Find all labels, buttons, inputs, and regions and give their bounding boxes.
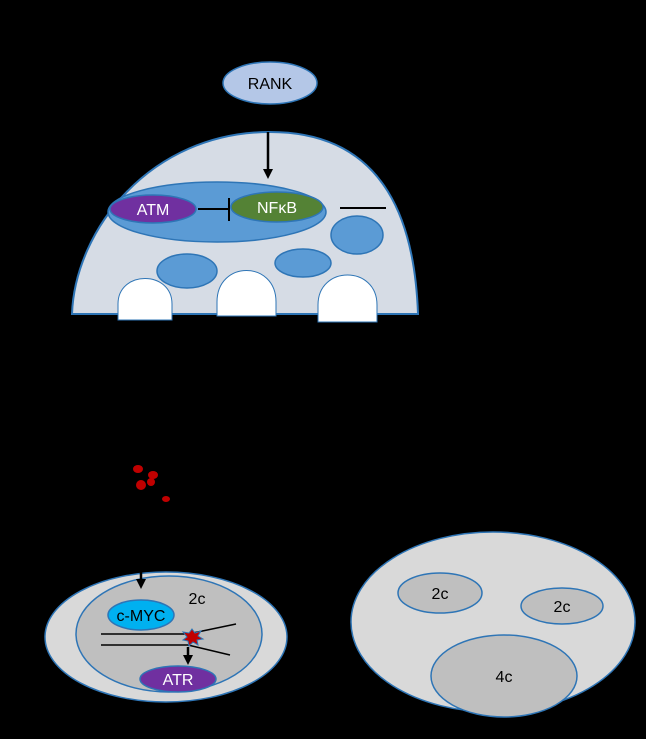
small-nucleus-2-label: 2c bbox=[554, 599, 571, 616]
cell-notch-3 bbox=[317, 274, 378, 323]
rank-label: RANK bbox=[248, 76, 293, 93]
cell-notch-2 bbox=[216, 270, 277, 317]
cell-notch-1 bbox=[117, 278, 173, 321]
right-nucleus-large bbox=[430, 634, 578, 718]
cmyc-label: c-MYC bbox=[117, 608, 166, 625]
nfkb-label: NFκB bbox=[257, 200, 297, 217]
cmyc-node: c-MYC bbox=[107, 599, 175, 631]
dna-damage-burst bbox=[181, 628, 205, 648]
replication-fork bbox=[101, 623, 237, 656]
rank-receptor: RANK bbox=[222, 61, 318, 105]
atm-node: ATM bbox=[109, 194, 197, 224]
atr-node: ATR bbox=[139, 665, 217, 693]
large-nucleus-label: 4c bbox=[496, 669, 513, 686]
right-nucleus-1 bbox=[397, 572, 483, 614]
atr-label: ATR bbox=[163, 672, 194, 689]
nucleus-small-right bbox=[330, 215, 384, 255]
nfkb-node: NFκB bbox=[230, 191, 324, 223]
nucleus-small-left bbox=[156, 253, 218, 289]
red-droplets bbox=[133, 465, 170, 502]
left-nucleus-label: 2c bbox=[189, 591, 206, 608]
nucleus-small-middle bbox=[274, 248, 332, 278]
right-big-cell: 2c 2c 4c bbox=[350, 531, 636, 718]
small-nucleus-1-label: 2c bbox=[432, 586, 449, 603]
atm-label: ATM bbox=[137, 202, 170, 219]
right-nucleus-2 bbox=[520, 587, 604, 625]
inhibition-atm-nfkb bbox=[198, 198, 230, 221]
